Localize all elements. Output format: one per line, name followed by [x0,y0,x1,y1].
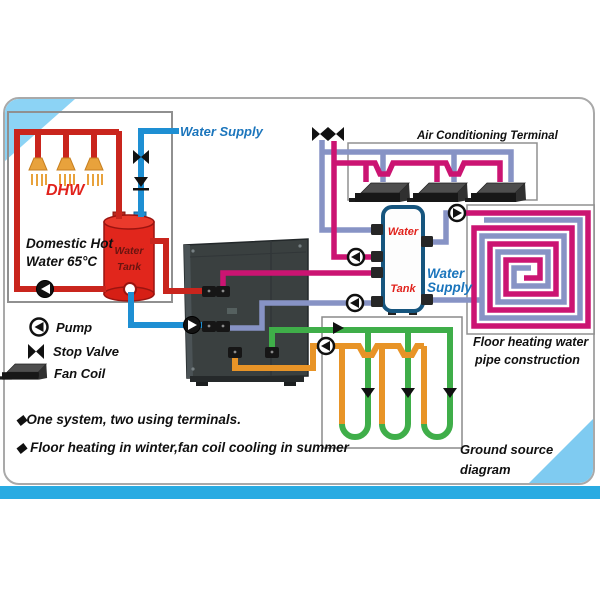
dhw-section-box [7,111,173,303]
ground-in-arrow [333,322,344,334]
buffer-tank-word1: Water [387,226,419,238]
pump-legend-icon [29,317,49,337]
heatpump-to-buffer-return [223,300,376,331]
fan-coil-2 [407,182,468,202]
bullet-note-2: ◆ Floor heating in winter,fan coil cooli… [16,440,349,455]
dhw-label: DHW [46,182,85,199]
ground-loop-1 [339,330,371,440]
ac-supply-header [334,160,503,182]
ground-source-caption-line1: Ground source [460,442,554,457]
heat-pump-unit [183,238,309,386]
water-supply-label: Water Supply [180,124,263,139]
dhw-tank-word1: Water [114,245,144,257]
legend-pump-label: Pump [56,320,93,335]
ac-stop-valve-1 [312,127,328,141]
hot-water-pipes [14,129,204,294]
flow-arrows [333,322,457,398]
ac-supply-pump [346,247,366,267]
water-supply-pipe [138,128,179,217]
buffer-return-pump [345,293,365,313]
ac-stop-valve-2 [328,127,344,141]
buffer-to-ac-return [319,140,376,233]
floor-heating-pump [447,203,467,223]
bottom-accent-band [0,486,600,499]
fan-coil-legend-icon [0,363,48,380]
down-arrow-1 [361,388,375,398]
heatpump-ports [202,286,279,358]
buffer-water-tank [381,205,425,315]
ground-source-caption-line2: diagram [460,462,511,477]
pumps [36,203,467,356]
ac-terminal-title: Air Conditioning Terminal [417,130,558,142]
down-arrow-3 [443,388,457,398]
buffer-tank-word2: Tank [390,283,416,295]
buffer-tank-ports [371,224,433,307]
ground-supply-pipes [269,327,453,440]
ground-return-header [232,343,424,371]
tank-to-heatpump-hot [150,238,204,294]
dhw-circulation-pump [36,280,54,298]
fan-coil-units [349,182,526,202]
fan-coil-3 [465,182,526,202]
ground-supply-header [269,327,453,440]
floor-spiral-return [479,217,583,321]
stop-valve-legend-icon [28,344,44,359]
ground-source-box [321,316,463,449]
legend-stop-valve-label: Stop Valve [53,344,119,359]
check-valve [133,177,149,191]
water-supply-right-line1: Water [427,266,465,281]
ground-loop-pump [316,336,336,356]
legend-fan-coil-label: Fan Coil [54,366,106,381]
cold-line-pump [183,316,201,334]
valves [133,127,344,191]
ground-return-pipes [232,343,427,424]
domestic-hot-line2: Water 65°C [26,254,98,269]
legend-icons [0,317,49,380]
tank-to-heatpump-cold [128,292,206,328]
floor-heating-caption-line1: Floor heating water [473,335,589,349]
domestic-hot-line1: Domestic Hot [26,236,114,251]
dhw-tank-word2: Tank [116,261,142,273]
supply-stop-valve [133,150,149,164]
shower-heads [28,157,104,186]
floor-heating-caption-line2: pipe construction [475,353,580,367]
floor-spiral-supply [462,210,591,329]
ground-loop-2 [379,330,411,440]
down-arrow-2 [401,388,415,398]
return-pipes [223,140,583,331]
bullet-note-1: ◆One system, two using terminals. [16,412,241,427]
water-supply-right-line2: Supply [427,280,473,295]
fan-coil-1 [349,182,410,202]
